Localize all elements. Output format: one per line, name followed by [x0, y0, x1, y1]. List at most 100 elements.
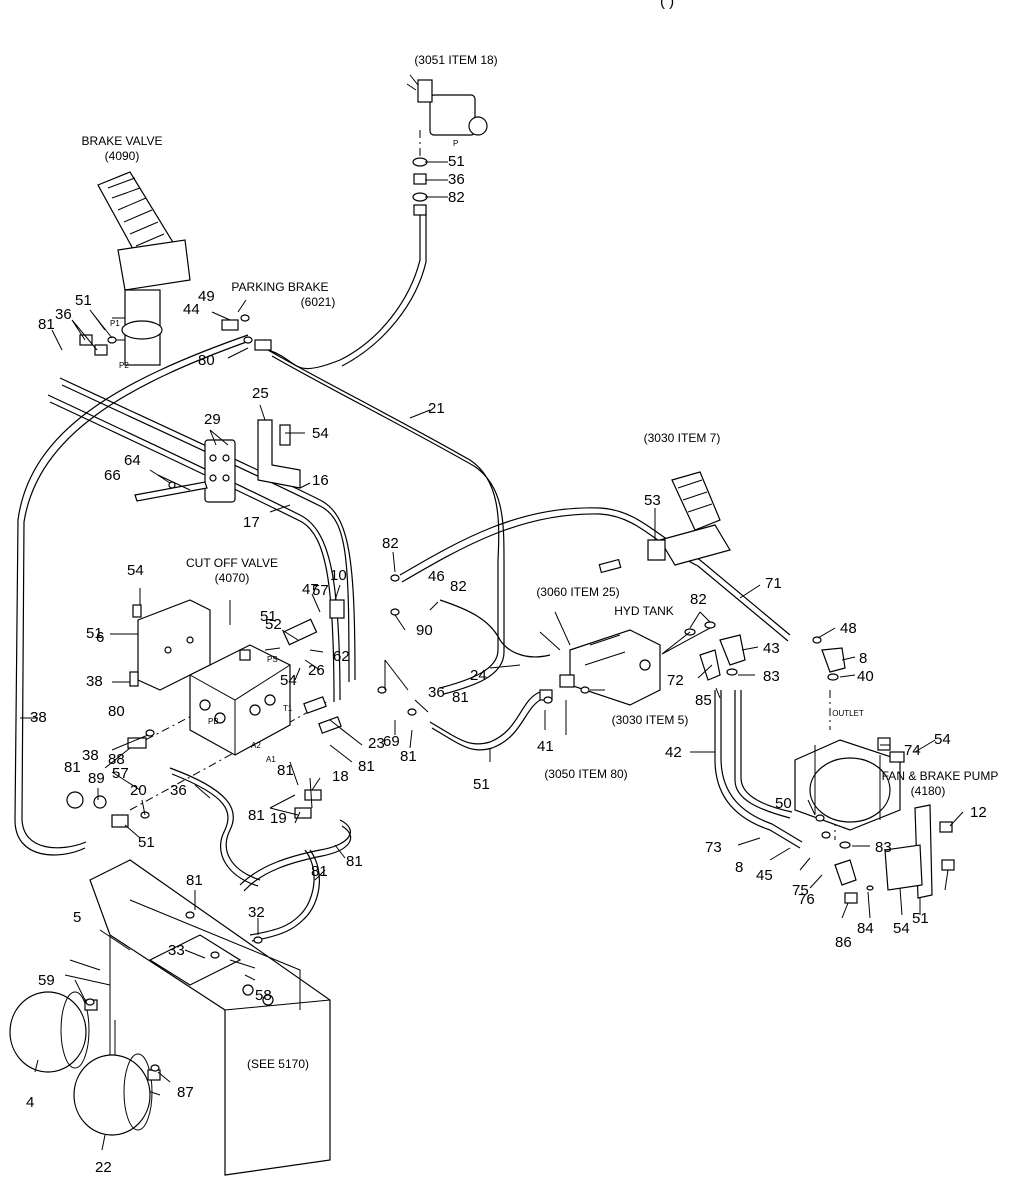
manifold-3060 — [539, 629, 661, 706]
part-number-8: 8 — [735, 859, 743, 876]
fan-brake-pump-title: FAN & BRAKE PUMP — [882, 769, 999, 783]
parking-brake-title: PARKING BRAKE — [231, 280, 328, 294]
part-number-38: 38 — [86, 673, 103, 690]
hose-18 — [239, 819, 351, 886]
port-p2: P2 — [119, 361, 129, 370]
part-number-64: 64 — [124, 452, 141, 469]
parking-brake-code: (6021) — [301, 295, 336, 309]
hose-23 — [439, 599, 551, 658]
part-number-36: 36 — [448, 171, 465, 188]
hoses — [14, 210, 803, 942]
cut-off-valve-title: CUT OFF VALVE — [186, 556, 278, 570]
port-pb: PB — [208, 717, 219, 726]
part-number-32: 32 — [248, 904, 265, 921]
part-number-81: 81 — [311, 863, 328, 880]
valve-fittings — [66, 599, 345, 828]
part-number-57: 57 — [112, 765, 129, 782]
brake-valve-title: BRAKE VALVE — [82, 134, 163, 148]
part-number-82: 82 — [382, 535, 399, 552]
part-number-38: 38 — [30, 709, 47, 726]
part-number-19: 19 — [270, 810, 287, 827]
part-number-81: 81 — [64, 759, 81, 776]
hose-24 — [429, 691, 541, 745]
port-a2: A2 — [251, 741, 261, 750]
fan-brake-pump — [794, 737, 955, 904]
part-number-81: 81 — [358, 758, 375, 775]
part-number-36: 36 — [428, 684, 445, 701]
part-number-24: 24 — [470, 667, 487, 684]
part-number-80: 80 — [198, 352, 215, 369]
part-number-81: 81 — [248, 807, 265, 824]
part-number-38: 38 — [82, 747, 99, 764]
brake-valve-code: (4090) — [105, 149, 140, 163]
part-number-25: 25 — [252, 385, 269, 402]
port-marks: P1 P2 P A1 A2 T1 PS PB — [110, 139, 458, 764]
hose-21 — [267, 210, 421, 370]
port-a1: A1 — [266, 755, 276, 764]
see-5170-label: (SEE 5170) — [247, 1057, 309, 1071]
port-p1: P1 — [110, 319, 120, 328]
header-fragment: ( ) — [660, 0, 674, 10]
part-number-69: 69 — [383, 733, 400, 750]
part-number-45: 45 — [756, 867, 773, 884]
fan-brake-pump-code: (4180) — [911, 784, 946, 798]
part-number-36: 36 — [55, 306, 72, 323]
part-number-75: 75 — [792, 882, 809, 899]
callout-labels: ( ) BRAKE VALVE (4090) PARKING BRAKE (60… — [82, 0, 999, 1071]
part-number-89: 89 — [88, 770, 105, 787]
hose-20 — [169, 767, 261, 881]
part-number-59: 59 — [38, 972, 55, 989]
cut-off-valve-block — [189, 644, 291, 756]
part-number-54: 54 — [934, 731, 951, 748]
part-number-29: 29 — [204, 411, 221, 428]
part-number-82: 82 — [450, 578, 467, 595]
part-number-46: 46 — [428, 568, 445, 585]
part-number-51: 51 — [912, 910, 929, 927]
part-number-49: 49 — [198, 288, 215, 305]
hose-72 — [714, 690, 801, 849]
hose-19 — [249, 849, 315, 936]
brake-valve-assembly — [97, 171, 191, 366]
port-t1: T1 — [283, 704, 293, 713]
item-3030-7-pedal — [598, 471, 731, 574]
port-p: P — [453, 139, 458, 148]
hose-22 — [399, 507, 791, 636]
part-number-21: 21 — [428, 400, 445, 417]
hose-41 — [14, 334, 249, 856]
part-number-57: 57 — [312, 582, 329, 599]
part-number-42: 42 — [665, 744, 682, 761]
part-number-54: 54 — [312, 425, 329, 442]
hose-16 — [59, 377, 356, 681]
part-number-10: 10 — [330, 567, 347, 584]
part-number-16: 16 — [312, 472, 329, 489]
part-number-53: 53 — [644, 492, 661, 509]
part-number-51: 51 — [138, 834, 155, 851]
part-number-81: 81 — [277, 762, 294, 779]
part-number-82: 82 — [448, 189, 465, 206]
part-number-84: 84 — [857, 920, 874, 937]
part-number-54: 54 — [893, 920, 910, 937]
part-number-20: 20 — [130, 782, 147, 799]
part-number-12: 12 — [970, 804, 987, 821]
part-number-88: 88 — [108, 751, 125, 768]
item-3030-5-label: (3030 ITEM 5) — [612, 713, 689, 727]
part-number-90: 90 — [416, 622, 433, 639]
part-number-81: 81 — [452, 689, 469, 706]
part-number-51: 51 — [473, 776, 490, 793]
part-number-76: 76 — [798, 891, 815, 908]
clamp-bracket — [134, 419, 301, 503]
part-number-81: 81 — [346, 853, 363, 870]
part-number-71: 71 — [765, 575, 782, 592]
part-number-83: 83 — [763, 668, 780, 685]
part-number-54: 54 — [280, 672, 297, 689]
part-number-51: 51 — [448, 153, 465, 170]
part-number-40: 40 — [857, 668, 874, 685]
part-number-62: 62 — [333, 648, 350, 665]
part-number-52: 52 — [265, 616, 282, 633]
part-number-74: 74 — [904, 742, 921, 759]
part-number-44: 44 — [183, 301, 200, 318]
part-number-6: 6 — [96, 629, 104, 646]
part-number-81: 81 — [186, 872, 203, 889]
